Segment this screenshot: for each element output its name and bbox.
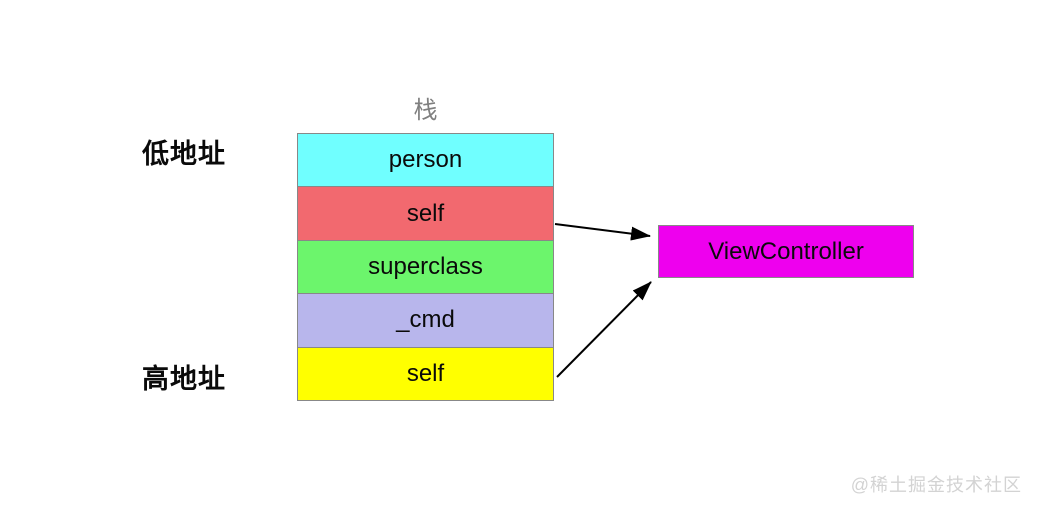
stack-frame-label: person [388, 146, 463, 174]
stack-frame-superclass: superclass [297, 239, 554, 295]
stack-frame-person: person [297, 133, 554, 188]
stack-frames: person self superclass _cmd self [297, 133, 554, 402]
stack-frame-label: _cmd [396, 306, 455, 334]
viewcontroller-box: ViewController [658, 225, 914, 278]
low-address-label: 低地址 [142, 139, 226, 169]
high-address-label: 高地址 [142, 364, 226, 394]
viewcontroller-label: ViewController [708, 237, 864, 265]
watermark: @稀土掘金技术社区 [850, 475, 1022, 495]
stack-frame-label: superclass [368, 253, 483, 281]
stack-frame-label: self [406, 199, 445, 227]
stack-frame-cmd: _cmd [297, 293, 554, 348]
arrow-red-self-to-viewcontroller [554, 223, 651, 241]
arrow-yellow-self-to-viewcontroller [556, 281, 652, 378]
stack-frame-self-bottom: self [297, 346, 554, 402]
stack-title: 栈 [413, 97, 438, 124]
stack-frame-self: self [297, 186, 554, 241]
stack-frame-label: self [406, 359, 445, 387]
